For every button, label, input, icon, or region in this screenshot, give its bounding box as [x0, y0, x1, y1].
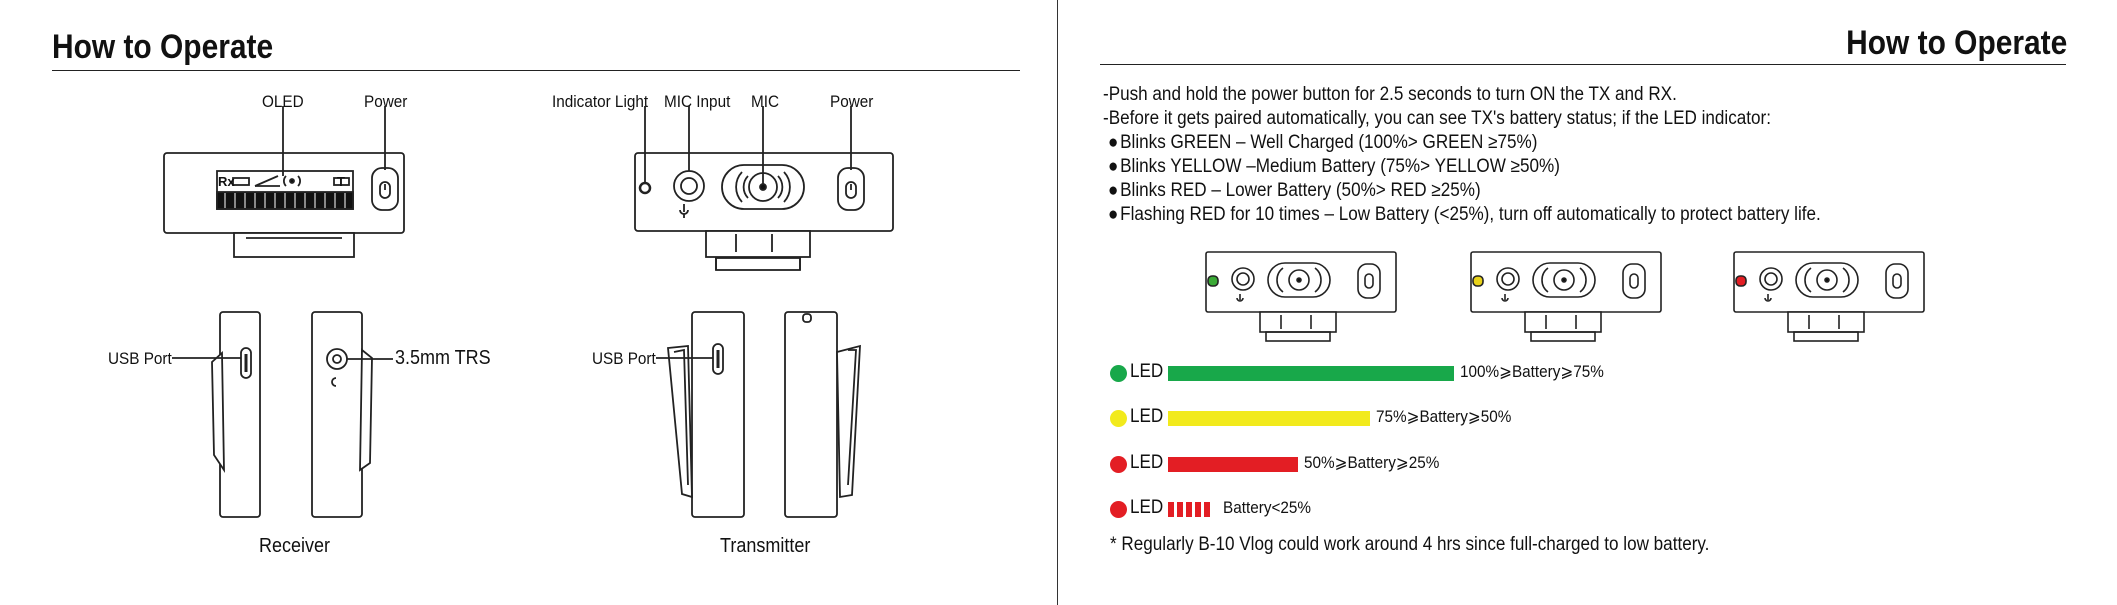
battery-bar-segment: [1186, 502, 1192, 517]
oled-label: OLED: [262, 92, 304, 111]
led-label: LED: [1130, 361, 1164, 382]
device-diagrams: Rx T: [163, 106, 894, 518]
bullet-item: Flashing RED for 10 times – Low Battery …: [1108, 204, 1821, 226]
transmitter-front-illustration: [634, 106, 894, 271]
screen-rx-text: Rx: [218, 174, 235, 189]
led-label: LED: [1130, 497, 1164, 518]
transmitter-led-illustration: [1205, 251, 1397, 342]
page-title: How to Operate: [52, 28, 274, 66]
left-page: How to Operate OLED Power Indicator Ligh…: [0, 0, 1058, 605]
receiver-caption: Receiver: [259, 535, 331, 557]
footnote: * Regularly B-10 Vlog could work around …: [1110, 534, 1710, 555]
title-rule: [1100, 64, 2066, 65]
led-dot: [1110, 410, 1127, 427]
battery-range-text: 100%⩾Battery⩾75%: [1460, 362, 1604, 381]
transmitter-usb-label: USB Port: [592, 349, 656, 368]
transmitter-led-illustration: [1470, 251, 1662, 342]
battery-bar: [1168, 457, 1298, 472]
led-indicator: [1735, 275, 1747, 287]
battery-range-text: Battery<25%: [1223, 498, 1312, 517]
led-dot: [1110, 501, 1127, 518]
led-indicator: [1472, 275, 1484, 287]
led-label: LED: [1130, 406, 1164, 427]
transmitter-power-label: Power: [830, 92, 874, 111]
battery-bar: [1168, 411, 1370, 426]
led-label: LED: [1130, 452, 1164, 473]
led-dot: [1110, 365, 1127, 382]
transmitter-caption: Transmitter: [720, 535, 811, 557]
transmitter-led-illustration: [1733, 251, 1925, 342]
instruction-line: -Push and hold the power button for 2.5 …: [1103, 84, 1677, 105]
battery-range-text: 50%⩾Battery⩾25%: [1304, 453, 1440, 472]
battery-bar-segment: [1177, 502, 1183, 517]
battery-range-text: 75%⩾Battery⩾50%: [1376, 407, 1512, 426]
screen-tx-text: T: [337, 174, 345, 189]
receiver-side-illustration: [172, 311, 393, 518]
bullet-item: Blinks RED – Lower Battery (50%> RED ≥25…: [1108, 180, 1481, 202]
battery-bar-segment: [1204, 502, 1210, 517]
title-rule: [52, 70, 1020, 71]
battery-bar-segment: [1168, 502, 1174, 517]
trs-label: 3.5mm TRS: [395, 347, 491, 369]
mic-input-label: MIC Input: [664, 92, 731, 111]
transmitter-side-illustration: [656, 311, 861, 518]
receiver-front-illustration: [163, 106, 405, 258]
bullet-item: Blinks YELLOW –Medium Battery (75%> YELL…: [1108, 156, 1560, 178]
led-dot: [1110, 456, 1127, 473]
led-indicator: [1207, 275, 1219, 287]
receiver-usb-label: USB Port: [108, 349, 172, 368]
led-device-illustrations: [1205, 251, 1925, 342]
instruction-line: -Before it gets paired automatically, yo…: [1103, 108, 1771, 129]
right-page: How to Operate -Push and hold the power …: [1058, 0, 2117, 605]
bullet-item: Blinks GREEN – Well Charged (100%> GREEN…: [1108, 132, 1537, 154]
receiver-power-label: Power: [364, 92, 408, 111]
indicator-light-label: Indicator Light: [552, 92, 649, 111]
battery-bar-segment: [1195, 502, 1201, 517]
mic-label: MIC: [751, 92, 780, 111]
battery-bar: [1168, 366, 1454, 381]
page-title: How to Operate: [1845, 24, 2067, 62]
